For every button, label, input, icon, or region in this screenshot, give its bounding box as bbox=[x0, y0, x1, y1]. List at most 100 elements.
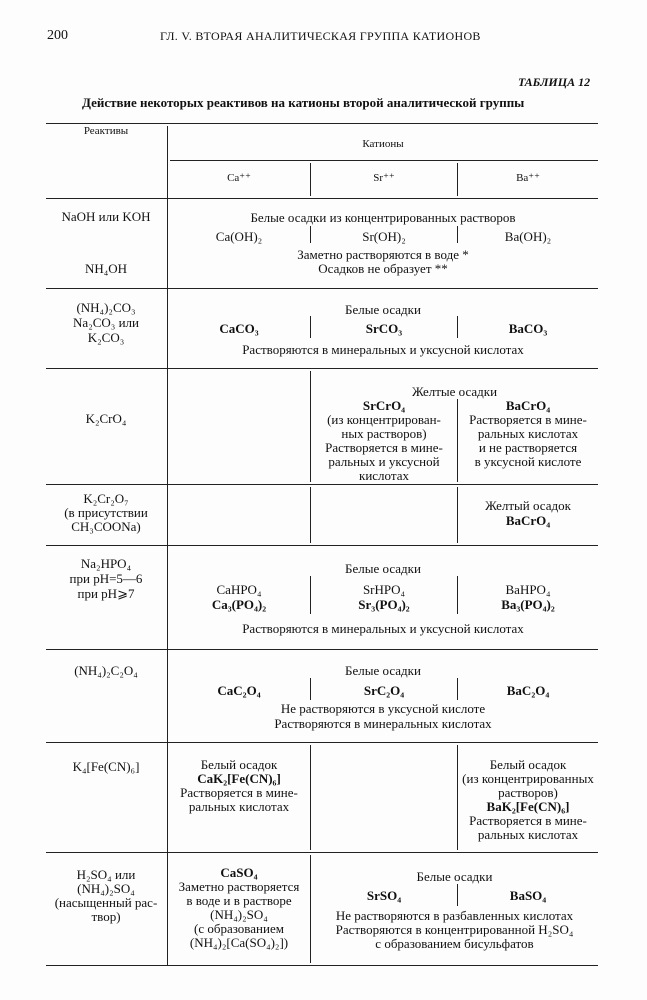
divider bbox=[310, 316, 311, 338]
reagent: NH₄OH bbox=[84, 261, 128, 276]
divider bbox=[310, 487, 311, 543]
cell-line: растворов) bbox=[498, 785, 558, 800]
reagent-line: твор) bbox=[91, 909, 121, 924]
cell-line: ральных кислотах bbox=[477, 827, 579, 842]
reagent-line: H₂SO₄ или bbox=[76, 867, 136, 882]
row-note: Желтые осадки bbox=[411, 384, 498, 399]
reagent-line: K₂Cr₂O₇ bbox=[83, 491, 129, 506]
cell-line: (из концентрирован- bbox=[327, 412, 441, 427]
row-note: Белые осадки bbox=[345, 663, 421, 678]
formula: SrHPO₄ bbox=[362, 582, 406, 597]
reagent-line: (в присутствии bbox=[64, 505, 148, 520]
reagent-line: (NH₄)₂CO₃ bbox=[76, 300, 136, 315]
table-title: Действие некоторых реактивов на катионы … bbox=[82, 95, 525, 110]
row-note: Растворяются в минеральных и уксусной ки… bbox=[242, 342, 524, 357]
rule bbox=[170, 160, 598, 161]
formula: CaSO₄ bbox=[220, 865, 258, 880]
column-divider bbox=[167, 126, 168, 965]
divider bbox=[457, 678, 458, 700]
row-note: Белые осадки bbox=[416, 869, 493, 884]
divider bbox=[310, 371, 311, 482]
divider bbox=[457, 226, 458, 243]
ca-cell: CaC₂O₄ bbox=[217, 683, 261, 698]
divider bbox=[457, 576, 458, 614]
cell-line: Растворяется в мине- bbox=[180, 785, 298, 800]
divider bbox=[457, 884, 458, 906]
note-line: Не растворяются в уксусной кислоте bbox=[280, 701, 486, 716]
cell-line: ральных и уксусной bbox=[328, 454, 440, 469]
note-line: с образованием бисульфатов bbox=[375, 936, 534, 951]
row-note: Осадков не образует ** bbox=[318, 261, 448, 276]
sr-cell: SrCO₃ bbox=[365, 321, 403, 336]
row-note: Заметно растворяются в воде * bbox=[297, 247, 469, 262]
cell-line: (с образованием bbox=[194, 921, 284, 936]
rule bbox=[46, 123, 598, 124]
divider bbox=[310, 576, 311, 614]
formula: BaCrO₄ bbox=[505, 513, 551, 528]
reagent-line: при pH⩾7 bbox=[77, 586, 135, 601]
divider bbox=[310, 855, 311, 963]
cell-line: ральных кислотах bbox=[477, 426, 579, 441]
col-reagents: Реактивы bbox=[83, 125, 129, 137]
row-note: Белые осадки bbox=[345, 302, 421, 317]
note-line: Не растворяются в разбавленных кислотах bbox=[335, 908, 574, 923]
col-sr: Sr⁺⁺ bbox=[373, 172, 395, 184]
reagent: H₂SO₄ или(NH₄)₂SO₄(насыщенный рас-твор) bbox=[46, 868, 166, 924]
reagent-line: (насыщенный рас- bbox=[54, 895, 158, 910]
divider bbox=[310, 745, 311, 850]
divider bbox=[457, 399, 458, 482]
divider bbox=[310, 226, 311, 243]
formula: CaHPO₄ bbox=[216, 582, 262, 597]
rule bbox=[46, 852, 598, 853]
row-note: Растворяются в минеральных и уксусной ки… bbox=[242, 621, 524, 636]
ba-cell: BaSO₄ bbox=[509, 888, 547, 903]
reagent-line: при pH=5—6 bbox=[69, 571, 143, 586]
rule bbox=[46, 484, 598, 485]
rule bbox=[46, 742, 598, 743]
column-divider bbox=[310, 163, 311, 196]
divider bbox=[310, 678, 311, 700]
formula: BaK₂[Fe(CN)₆] bbox=[486, 799, 570, 814]
row-note: Белые осадки из концентрированных раство… bbox=[250, 210, 516, 225]
ba-cell: Ba(OH)₂ bbox=[504, 229, 552, 244]
cell-line: кислотах bbox=[359, 468, 409, 483]
cell-line: в воде и в растворе bbox=[186, 893, 292, 908]
cell-line: ральных кислотах bbox=[188, 799, 290, 814]
reagent: (NH₄)₂C₂O₄ bbox=[74, 663, 138, 678]
cell-line: Желтый осадок bbox=[485, 498, 571, 513]
ba-cell: BaC₂O₄ bbox=[506, 683, 550, 698]
divider bbox=[457, 745, 458, 850]
sr-cell: Sr(OH)₂ bbox=[362, 229, 406, 244]
reagent-line: Na₂HPO₄ bbox=[80, 556, 132, 571]
cell-line: (NH₄)₂SO₄ bbox=[210, 907, 268, 922]
cell-line: Белый осадок bbox=[489, 757, 567, 772]
cell-line: Заметно растворяется bbox=[178, 879, 300, 894]
rule bbox=[46, 288, 598, 289]
note-line: Растворяются в концентрированной H₂SO₄ bbox=[335, 922, 574, 937]
cell-line: Растворяется в мине- bbox=[469, 813, 587, 828]
running-title: ГЛ. V. ВТОРАЯ АНАЛИТИЧЕСКАЯ ГРУППА КАТИО… bbox=[160, 29, 481, 43]
col-ba: Ba⁺⁺ bbox=[516, 172, 540, 184]
column-divider bbox=[457, 163, 458, 196]
cell-line: и не растворяется bbox=[478, 440, 578, 455]
formula: Ba₃(PO₄)₂ bbox=[501, 597, 555, 612]
formula: Sr₃(PO₄)₂ bbox=[358, 597, 410, 612]
col-ca: Ca⁺⁺ bbox=[227, 172, 251, 184]
divider bbox=[457, 316, 458, 338]
cell-line: в уксусной кислоте bbox=[474, 454, 582, 469]
cell-line: (NH₄)₂[Ca(SO₄)₂]) bbox=[189, 935, 289, 950]
rule bbox=[46, 545, 598, 546]
cell-line: ных растворов) bbox=[341, 426, 427, 441]
cell-line: (из концентрированных bbox=[462, 771, 594, 786]
rule bbox=[46, 198, 598, 199]
